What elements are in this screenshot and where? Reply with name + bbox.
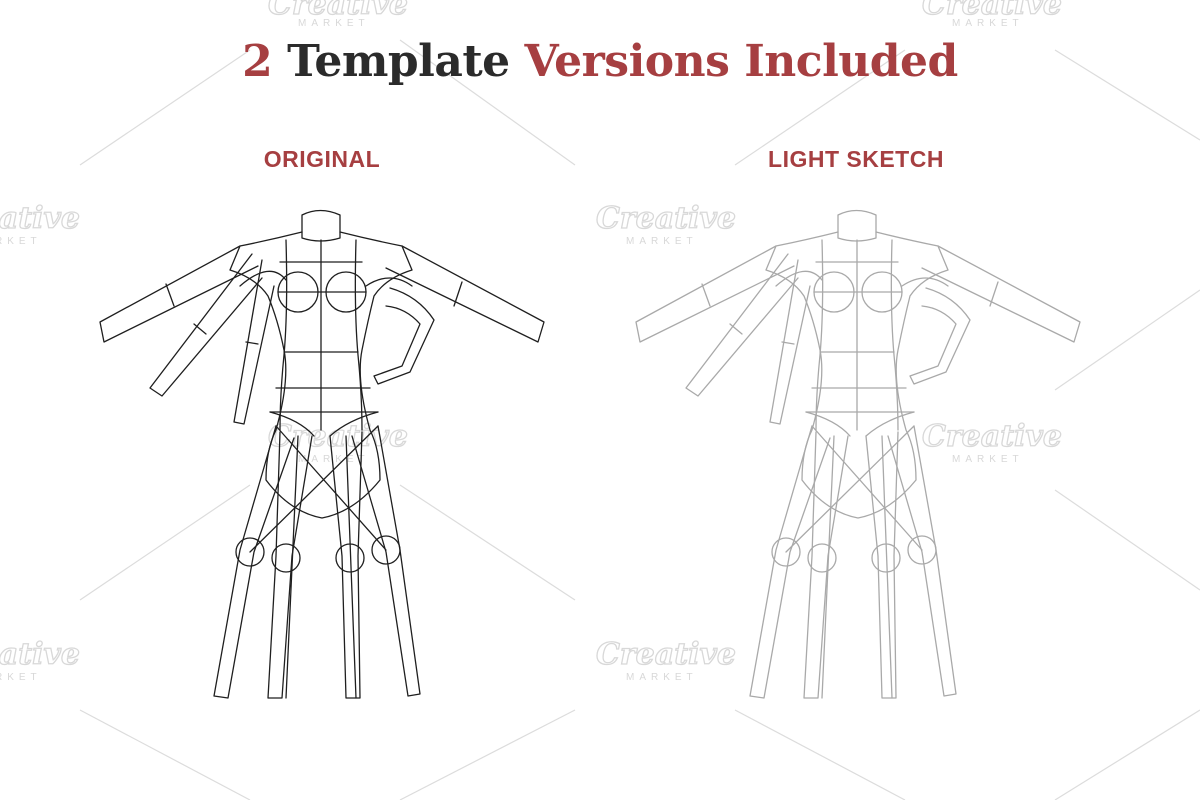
left-arm bbox=[99, 245, 259, 343]
watermark-sub: MARKET bbox=[0, 672, 42, 683]
watermark-sub: MARKET bbox=[0, 236, 42, 247]
croquis-drawing bbox=[99, 209, 545, 699]
croquis-drawing bbox=[635, 209, 1081, 699]
watermark-sub: MARKET bbox=[952, 18, 1024, 29]
torso-outline bbox=[229, 231, 413, 519]
version-label-original: ORIGINAL bbox=[263, 146, 381, 172]
title-number: 2 bbox=[242, 36, 273, 87]
watermark-brand: Creative bbox=[268, 0, 408, 22]
neck bbox=[301, 209, 341, 242]
right-arm bbox=[385, 245, 545, 343]
croquis-figure-original bbox=[90, 200, 550, 710]
left-arm bbox=[635, 245, 795, 343]
watermark-brand: Creative bbox=[922, 0, 1062, 22]
torso-outline bbox=[765, 231, 949, 519]
page-title: 2 Template Versions Included bbox=[0, 36, 1200, 87]
legs bbox=[213, 425, 421, 699]
title-template-word: Template bbox=[287, 36, 510, 87]
version-label-light-sketch: LIGHT SKETCH bbox=[768, 146, 944, 172]
neck bbox=[837, 209, 877, 242]
left-arm-alt-1 bbox=[685, 253, 799, 397]
watermark-brand: Creative bbox=[0, 637, 80, 672]
watermark-brand: Creative bbox=[0, 201, 80, 236]
right-arm bbox=[921, 245, 1081, 343]
legs bbox=[749, 425, 957, 699]
left-arm-alt-1 bbox=[149, 253, 263, 397]
croquis-figure-light-sketch bbox=[626, 200, 1086, 710]
title-versions-phrase: Versions Included bbox=[524, 36, 959, 87]
right-arm-alt bbox=[909, 287, 971, 385]
left-arm-alt-2 bbox=[233, 259, 275, 425]
watermark-sub: MARKET bbox=[298, 18, 370, 29]
right-arm-alt bbox=[373, 287, 435, 385]
left-arm-alt-2 bbox=[769, 259, 811, 425]
